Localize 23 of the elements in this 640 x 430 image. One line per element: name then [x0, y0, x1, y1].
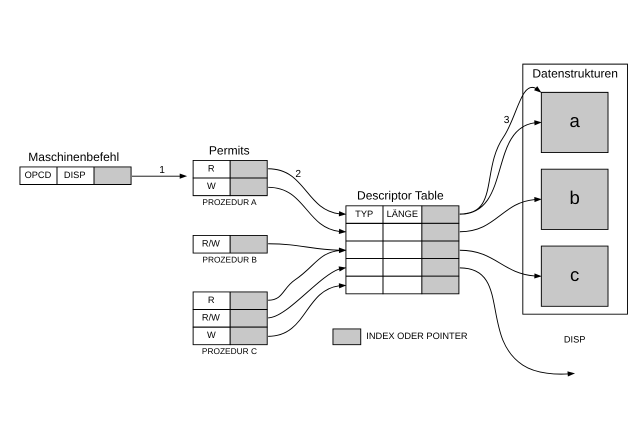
label: DISP [564, 334, 586, 344]
node-box: c [540, 245, 608, 306]
node-label: Maschinenbefehl [28, 149, 120, 164]
arrow [459, 249, 542, 278]
node-label: Descriptor Table [357, 188, 444, 202]
arrow [132, 173, 188, 178]
arrow [268, 186, 346, 234]
node-label: PROZEDUR B [202, 254, 257, 264]
arrow [268, 266, 346, 318]
node-label: PROZEDUR C [202, 346, 257, 356]
legend-label: INDEX ODER POINTER [366, 330, 468, 341]
arrow [268, 168, 346, 216]
edge-label: 3 [504, 114, 510, 126]
arrow [459, 266, 576, 376]
node-box: b [540, 168, 608, 230]
edge-label: 1 [159, 164, 165, 176]
node-label: PROZEDUR A [202, 196, 257, 207]
arrow [459, 86, 542, 214]
node-box: a [540, 91, 608, 153]
node-label: Permits [208, 142, 250, 157]
arrow [459, 196, 542, 232]
edge-label: 2 [295, 168, 302, 180]
arrow [268, 282, 346, 336]
